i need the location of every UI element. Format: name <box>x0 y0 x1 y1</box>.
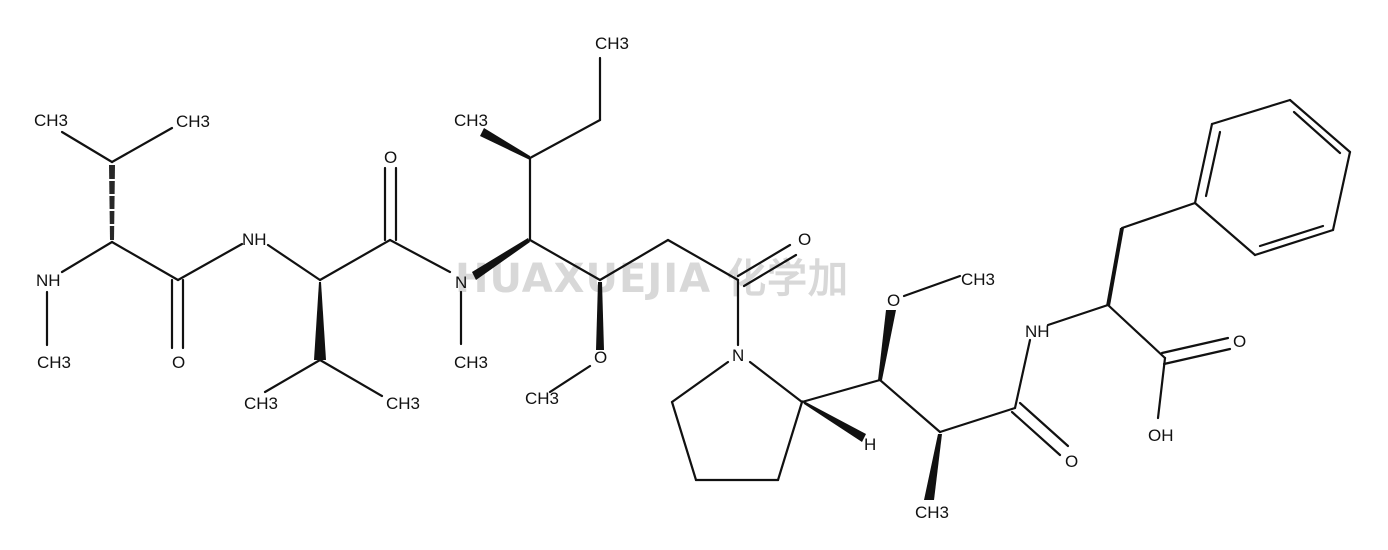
atom-label: CH3 <box>525 389 559 408</box>
atom-label: O <box>1065 452 1078 471</box>
atom-label: O <box>1233 332 1246 351</box>
atom-label: CH3 <box>595 34 629 53</box>
atom-label: CH3 <box>37 353 71 372</box>
atom-label: N <box>455 273 467 292</box>
atom-label: O <box>887 291 900 310</box>
watermark: HUAXUEJIA 化学加 <box>455 256 849 302</box>
atom-label: H <box>864 435 876 454</box>
atom-label: CH3 <box>244 394 278 413</box>
atom-label: NH <box>242 230 267 249</box>
stereo-bonds <box>105 128 1124 500</box>
atom-label: NH <box>36 271 61 290</box>
atom-label: O <box>594 348 607 367</box>
atom-label: CH3 <box>454 111 488 130</box>
atom-label: NH <box>1025 322 1050 341</box>
atom-label: O <box>172 353 185 372</box>
atom-label: OH <box>1148 426 1174 445</box>
atom-label: N <box>732 346 744 365</box>
atom-label: O <box>798 230 811 249</box>
atom-label: CH3 <box>34 111 68 130</box>
atom-labels: NH CH3 CH3 CH3 NH O O CH3 CH3 N CH3 CH3 … <box>34 34 1246 522</box>
atom-label: CH3 <box>915 503 949 522</box>
atom-label: CH3 <box>386 394 420 413</box>
atom-label: O <box>384 148 397 167</box>
bond-lines <box>45 56 1352 482</box>
atom-label: CH3 <box>176 112 210 131</box>
atom-label: CH3 <box>454 353 488 372</box>
atom-label: CH3 <box>961 270 995 289</box>
